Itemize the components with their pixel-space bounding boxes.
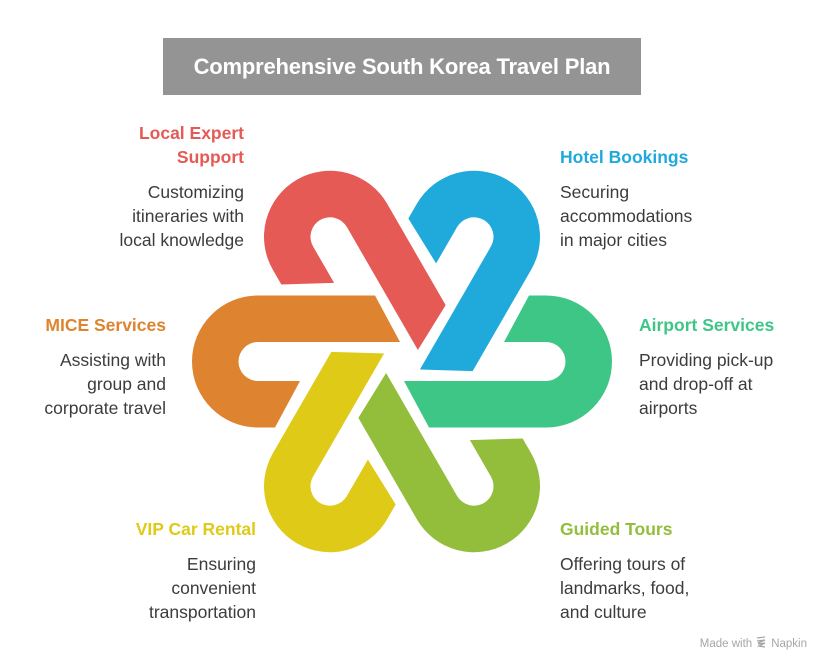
- item-title: VIP Car Rental: [135, 519, 256, 539]
- item-description: Customizing itineraries with local knowl…: [119, 182, 244, 250]
- item-title: Guided Tours: [560, 519, 673, 539]
- item-description: Ensuring convenient transportation: [148, 554, 256, 622]
- item-description: Assisting with group and corporate trave…: [44, 350, 166, 418]
- napkin-brand-text: Napkin: [771, 637, 807, 650]
- item-description: Providing pick-up and drop-off at airpor…: [639, 350, 774, 418]
- footer-watermark: Made with Napkin: [700, 636, 807, 651]
- page-title: Comprehensive South Korea Travel Plan: [193, 53, 611, 79]
- item-title: Local Expert: [138, 123, 244, 143]
- item-hotel-bookings: Hotel Bookings Securing accommodations i…: [560, 145, 692, 252]
- item-local-expert-support: Local Expert Support Customizing itinera…: [119, 121, 244, 252]
- item-guided-tours: Guided Tours Offering tours of landmarks…: [560, 517, 689, 624]
- napkin-logo-icon: [756, 636, 767, 651]
- item-title: Hotel Bookings: [560, 147, 689, 167]
- item-title: Airport Services: [639, 315, 775, 335]
- item-airport-services: Airport Services Providing pick-up and d…: [639, 313, 774, 420]
- item-description: Offering tours of landmarks, food, and c…: [560, 554, 690, 622]
- made-with-text: Made with: [699, 637, 753, 650]
- item-title-line2: Support: [176, 147, 244, 167]
- item-mice-services: MICE Services Assisting with group and c…: [44, 313, 166, 420]
- item-description: Securing accommodations in major cities: [560, 182, 693, 250]
- item-vip-car-rental: VIP Car Rental Ensuring convenient trans…: [136, 517, 256, 624]
- item-title: MICE Services: [45, 315, 166, 335]
- title-banner: Comprehensive South Korea Travel Plan: [163, 38, 641, 95]
